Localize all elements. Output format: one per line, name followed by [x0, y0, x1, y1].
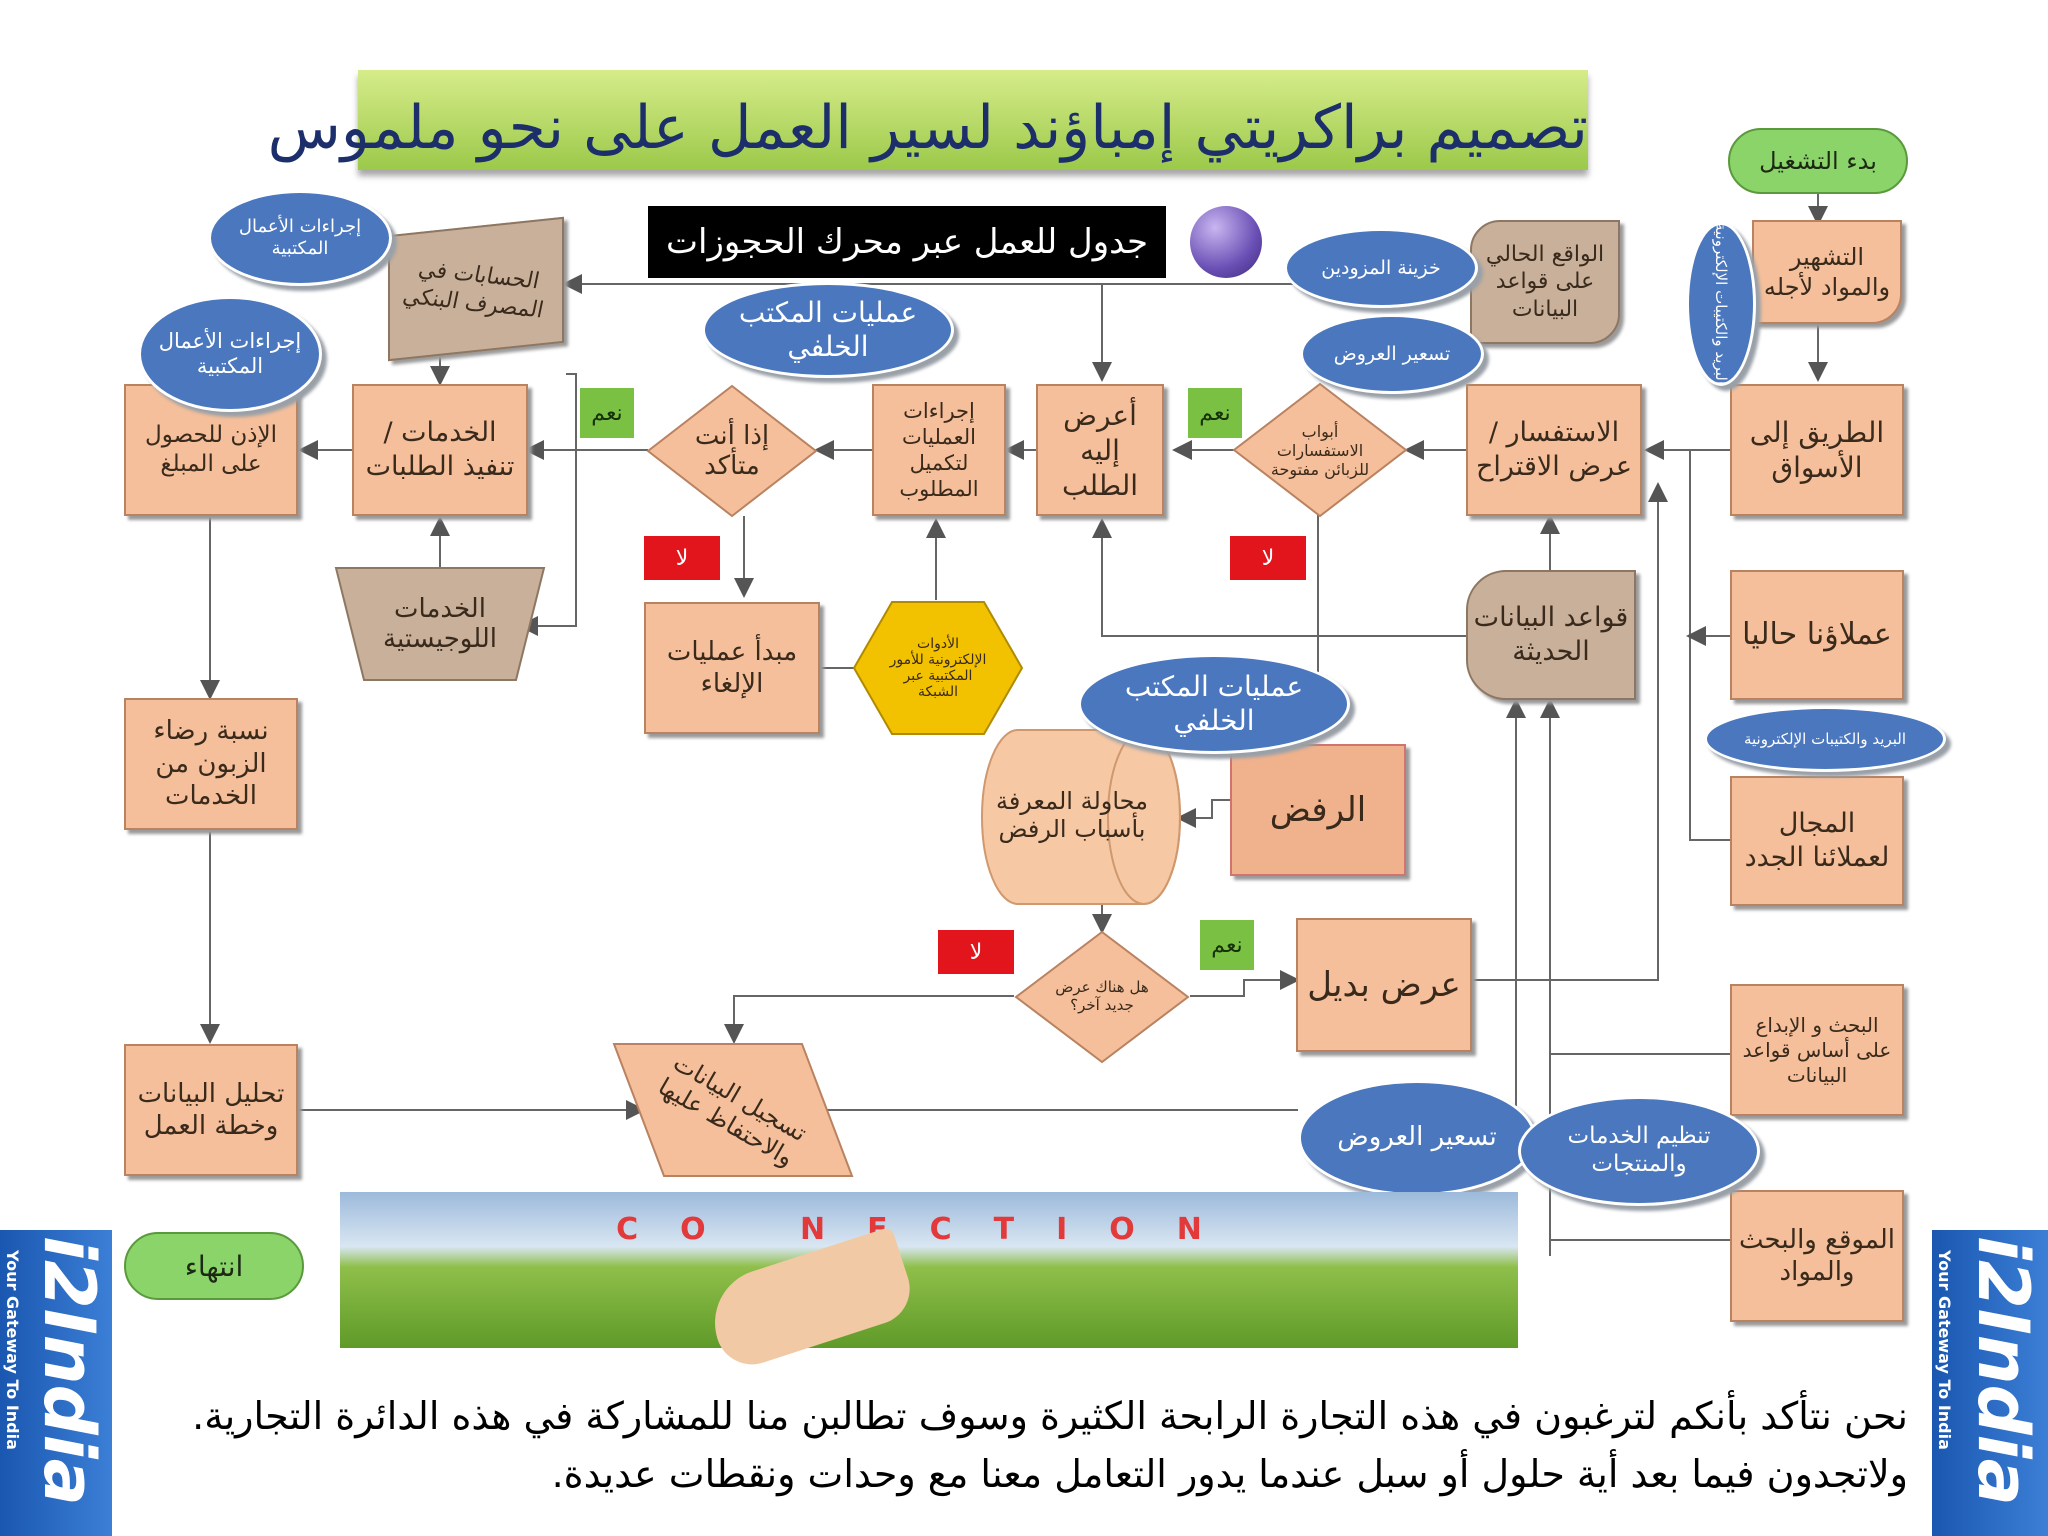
diamond-if-sure-label: إذا أنت متأكد — [694, 421, 770, 481]
diamond-if-sure — [646, 384, 818, 518]
box-inquiry-offer: الاستفسار / عرض الاقتراح — [1466, 384, 1642, 516]
purple-orb-icon — [1190, 206, 1262, 278]
bottom-paragraph: نحن نتأكد بأنكم لترغبون في هذه التجارة ا… — [192, 1394, 1908, 1496]
bubble-suppliers-vault: خزينة المزودين — [1284, 228, 1478, 308]
logo-right-tagline: Your Gateway To India — [1935, 1250, 1954, 1450]
hexagon-label: الأدوات الإلكترونية للأمور المكتبية عبر … — [889, 636, 987, 700]
bubble-office-procedures-top: إجراءات الأعمال المكتبية — [208, 190, 392, 286]
bubble-back-office-middle: عمليات المكتب الخلفي — [1078, 654, 1350, 754]
logo-left-tagline: Your Gateway To India — [3, 1250, 22, 1450]
box-current-clients: عملاؤنا حاليا — [1730, 570, 1904, 700]
box-alternative-offer: عرض بديل — [1296, 918, 1472, 1052]
logo-right: i2India Your Gateway To India — [1932, 1230, 2048, 1536]
yes-tag-gates: نعم — [1188, 388, 1242, 438]
parallelogram-record-data — [612, 1043, 854, 1177]
yes-tag-alternative: نعم — [1200, 920, 1254, 970]
no-tag-new-offer: لا — [938, 930, 1014, 974]
logistic-label: الخدمات اللوجيستية — [383, 594, 497, 654]
diamond-gates-label: أبواب الاستفسارات للزبائن مفتوحة — [1270, 421, 1370, 479]
end-terminator: انتهاء — [124, 1232, 304, 1300]
box-procedures-complete: إجراءات العمليات لتكميل المطلوب — [872, 384, 1006, 516]
bubble-office-procedures-left: إجراءات الأعمال المكتبية — [138, 296, 322, 412]
bubble-offer-pricing: تسعير العروض — [1300, 314, 1484, 394]
no-tag-if-sure: لا — [644, 536, 720, 580]
new-offer-label: هل هناك عرض جديد آخر؟ — [1055, 978, 1149, 1014]
logo-left-brand: i2India — [28, 1236, 110, 1506]
logo-left: i2India Your Gateway To India — [0, 1230, 112, 1536]
title-banner — [358, 70, 1588, 170]
yes-tag-services: نعم — [580, 388, 634, 438]
know-reasons-label: محاولة المعرفة بأسباب الرفض — [995, 787, 1149, 843]
bubble-back-office-top: عمليات المكتب الخلفي — [702, 282, 954, 378]
bubble-organize-services: تنظيم الخدمات والمنتجات — [1518, 1096, 1760, 1206]
box-bank-accounts: الحسابات في المصرف البنكي — [388, 216, 564, 362]
hexagon-electronic-tools — [852, 601, 1024, 735]
logo-right-brand: i2India — [1962, 1236, 2044, 1506]
subtitle-bar: جدول للعمل عبر محرك الحجوزات — [648, 206, 1166, 278]
bubble-mail-ebooks: البريد والكتيبات الإلكترونية — [1704, 706, 1946, 772]
box-customer-satisfaction: نسبة رضاء الزبون من الخدمات — [124, 698, 298, 830]
photo-caption: CO NECTION — [616, 1212, 1244, 1247]
box-research-creativity: البحث و الإبداع على أساس قواعد البيانات — [1730, 984, 1904, 1116]
box-data-analysis: تحليل البيانات وخطة العمل — [124, 1044, 298, 1176]
box-advertising: التشهير والمواد لأجله — [1752, 220, 1902, 324]
trapezoid-logistic-services — [334, 567, 546, 681]
box-present-request: أعرض إليه الطلب — [1036, 384, 1164, 516]
box-rejection: الرفض — [1230, 744, 1406, 876]
box-modern-databases: قواعد البيانات الحديثة — [1466, 570, 1636, 700]
start-terminator: بدء التشغيل — [1728, 128, 1908, 194]
end-label: انتهاء — [184, 1249, 244, 1283]
box-current-reality-db: الواقع الحالي على قواعد البيانات — [1470, 220, 1620, 344]
connection-photo — [340, 1192, 1518, 1348]
box-path-to-markets: الطريق إلى الأسواق — [1730, 384, 1904, 516]
cylinder-know-reasons — [981, 729, 1181, 905]
bubble-mail-ebooks-vertical: البريد والكتيبات الإلكترونية — [1686, 222, 1756, 386]
box-services-execute: الخدمات / تنفيذ الطلبات — [352, 384, 528, 516]
box-cancellation-principle: مبدأ عمليات الإلغاء — [644, 602, 820, 734]
page-title: تصميم براكريتي إمباؤند لسير العمل على نح… — [267, 93, 1588, 163]
box-new-clients-field: المجال لعملائنا الجدد — [1730, 776, 1904, 906]
bubble-pricing-bottom: تسعير العروض — [1298, 1080, 1536, 1196]
box-website-search: الموقع والبحث والمواد — [1730, 1190, 1904, 1322]
diamond-customer-inquiry-gates — [1232, 382, 1408, 518]
no-tag-gates: لا — [1230, 536, 1306, 580]
start-label: بدء التشغيل — [1759, 147, 1877, 175]
diamond-new-offer — [1014, 930, 1190, 1064]
